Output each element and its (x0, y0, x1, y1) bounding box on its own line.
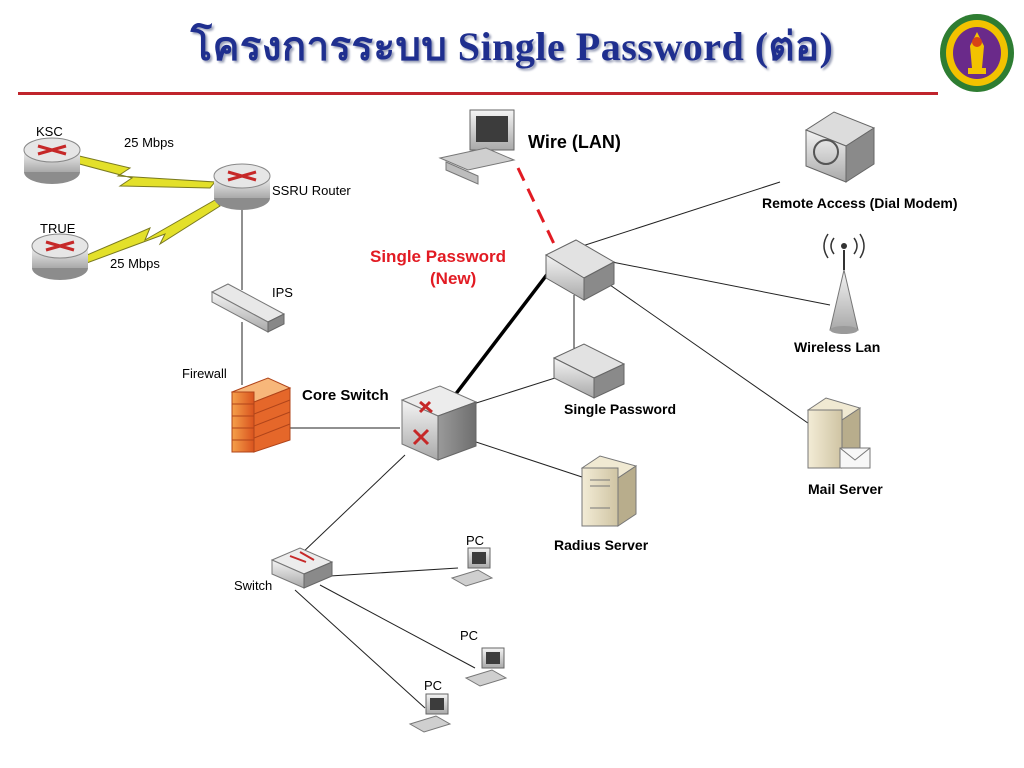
label-wire-lan: Wire (LAN) (528, 132, 621, 152)
label-speed-bottom: 25 Mbps (110, 256, 160, 271)
modem-icon (804, 111, 876, 183)
wan-link-ksc (71, 154, 217, 189)
label-mail-server: Mail Server (808, 481, 883, 497)
label-remote-access: Remote Access (Dial Modem) (762, 195, 958, 211)
link-switch-pc1 (329, 567, 459, 577)
label-pc-1: PC (466, 533, 484, 548)
link-switch-pc3 (294, 589, 426, 709)
label-ssru-router: SSRU Router (272, 183, 351, 198)
link-core-newsp (453, 266, 554, 397)
pc-icon (464, 647, 508, 687)
label-wireless-lan: Wireless Lan (794, 339, 880, 355)
firewall-icon (230, 377, 292, 453)
label-core-switch: Core Switch (302, 387, 389, 404)
ips-appliance-icon (210, 283, 286, 333)
wireless-access-point-icon (823, 233, 865, 334)
label-pc-3: PC (424, 678, 442, 693)
core-switch-icon (400, 385, 478, 461)
label-firewall: Firewall (182, 366, 227, 381)
label-single-password-new-line1: Single Password (370, 247, 506, 266)
router-icon (23, 137, 81, 184)
single-password-new-server-icon (544, 239, 616, 301)
router-icon (213, 163, 271, 210)
label-true: TRUE (40, 221, 76, 236)
page-title: โครงการระบบ Single Password (ต่อ) (190, 24, 834, 69)
workstation-icon (438, 109, 516, 185)
university-seal-icon (940, 14, 1014, 92)
router-icon (31, 233, 89, 280)
label-ips: IPS (272, 285, 293, 300)
link-newsp-remote (569, 181, 781, 251)
wan-link-true (79, 199, 221, 265)
radius-server-icon (580, 455, 638, 527)
mail-server-icon (806, 397, 871, 469)
link-switch-pc2 (319, 584, 476, 669)
pc-icon (450, 547, 494, 587)
label-pc-2: PC (460, 628, 478, 643)
link-newsp-mail (609, 284, 826, 436)
label-switch: Switch (234, 578, 272, 593)
link-core-switch (299, 454, 406, 556)
label-speed-top: 25 Mbps (124, 135, 174, 150)
access-switch-icon (270, 547, 334, 589)
single-password-server-icon (552, 343, 626, 399)
link-core-singlepass (469, 377, 556, 406)
label-single-password: Single Password (564, 401, 676, 417)
label-single-password-new-line2: (New) (430, 269, 476, 288)
label-ksc: KSC (36, 124, 63, 139)
title-underline (18, 92, 938, 95)
link-lan-newsp (516, 167, 558, 249)
label-radius-server: Radius Server (554, 537, 649, 553)
links (241, 181, 831, 709)
pc-icon (408, 693, 452, 733)
link-newsp-wireless (611, 261, 831, 306)
link-core-radius (469, 439, 586, 479)
